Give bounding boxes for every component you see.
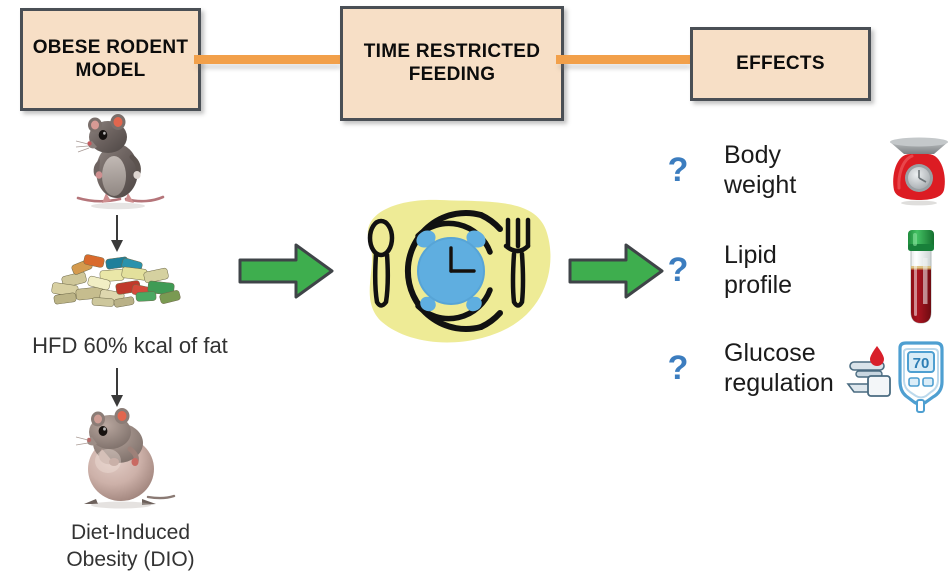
effect-row-body-weight: ? Body weight <box>660 140 899 200</box>
effect-label-glucose-regulation: Glucose regulation <box>724 339 834 397</box>
effect-row-lipid-profile: ? Lipid profile <box>660 240 899 300</box>
question-mark-icon-lipid-profile: ? <box>667 251 689 289</box>
diet-caption: HFD 60% kcal of fat <box>32 333 228 358</box>
connector-bar-2 <box>556 55 694 64</box>
question-mark-icon-glucose-regulation: ? <box>667 349 689 387</box>
glucometer-reading: 70 <box>913 355 930 372</box>
glucometer-icon: 70 <box>846 340 950 414</box>
question-mark-icon-body-weight: ? <box>667 151 689 189</box>
plate-clock-icon <box>348 196 558 346</box>
obese-mouse-illustration <box>62 405 180 513</box>
kitchen-scale-icon <box>888 134 950 206</box>
flow-box-effects: EFFECTS <box>690 27 871 101</box>
arrow-right-icon-right <box>568 242 666 300</box>
high-fat-diet-pellets-icon <box>48 246 183 308</box>
blood-tube-icon <box>898 228 944 328</box>
down-arrow-icon-1 <box>106 215 128 253</box>
down-arrow-icon-2 <box>106 368 128 408</box>
effect-label-body-weight: Body weight <box>724 141 797 199</box>
effect-label-lipid-profile: Lipid profile <box>724 241 793 299</box>
connector-bar-1 <box>194 55 344 64</box>
flow-box-time-restricted-feeding: TIME RESTRICTED FEEDING <box>340 6 564 121</box>
arrow-right-icon-left <box>238 242 336 300</box>
standing-mouse-illustration <box>62 113 172 213</box>
outcome-caption: Diet-Induced Obesity (DIO) <box>66 521 195 571</box>
effect-row-glucose-regulation: ? Glucose regulation <box>660 338 899 398</box>
flow-box-obese-rodent-model: OBESE RODENT MODEL <box>20 8 201 111</box>
